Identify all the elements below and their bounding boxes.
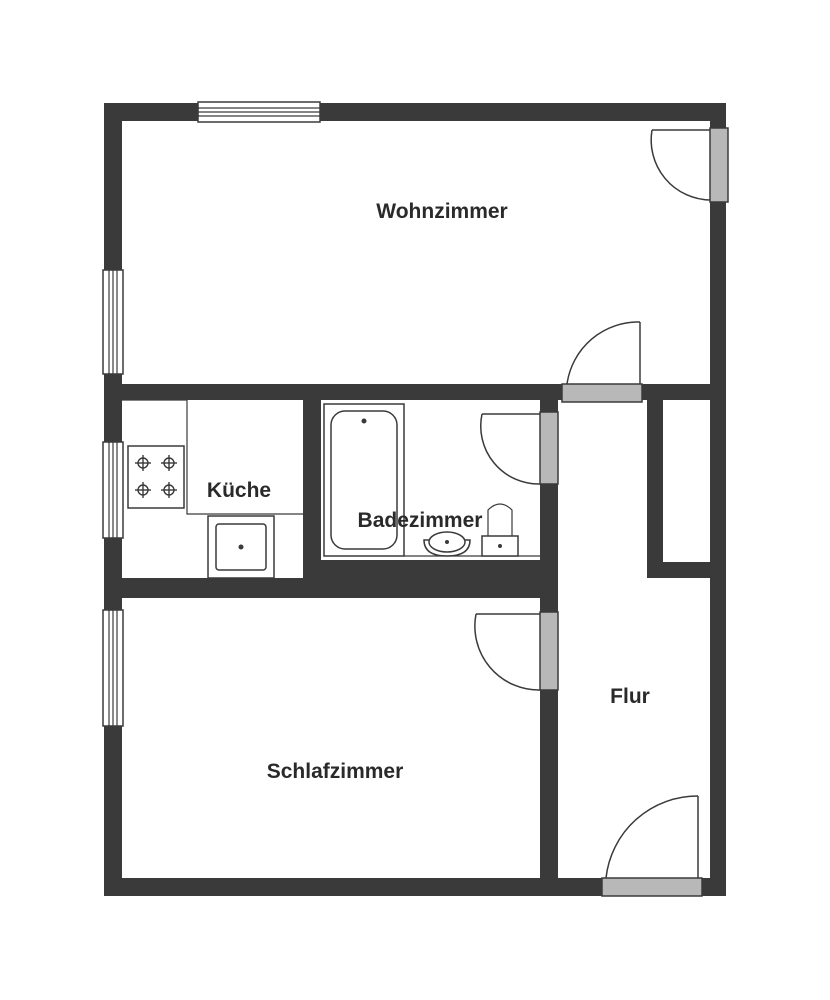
kitchen-counter [186,400,303,515]
label-wohnzimmer: Wohnzimmer [376,200,507,223]
label-schlafzimmer: Schlafzimmer [267,760,404,783]
washbasin-icon [423,531,471,557]
window-top [197,101,321,123]
stove-icon [127,445,185,509]
wall-closet-bottom [647,562,726,578]
wall-kitchen-bath [303,384,321,598]
kitchen-sink-icon [207,515,275,579]
window-kitchen-left [102,441,124,539]
label-kueche: Küche [207,479,271,502]
wall-right [710,103,726,896]
window-living-left [102,269,124,375]
door-living-hall [561,321,643,403]
interior-walls [104,384,726,896]
wall-bath-bottom [303,560,558,580]
bathtub-icon [323,403,405,557]
wall-bottom [104,878,726,896]
door-living-entry [650,127,729,203]
doors [474,127,729,897]
wall-closet-left [647,384,663,578]
room-labels: Wohnzimmer Küche Badezimmer Flur Schlafz… [207,200,650,783]
toilet-icon [481,503,519,557]
window-bedroom-left [102,609,124,727]
windows [102,101,321,727]
door-bedroom [474,611,559,691]
kitchen-fixtures [122,391,303,579]
label-flur: Flur [610,685,650,708]
door-main-entry [601,795,703,897]
closet-opening [647,410,663,480]
bath-fixtures [323,403,540,557]
label-badezimmer: Badezimmer [358,509,483,532]
wall-kitchen-floor [104,578,558,598]
door-bath [479,411,559,485]
